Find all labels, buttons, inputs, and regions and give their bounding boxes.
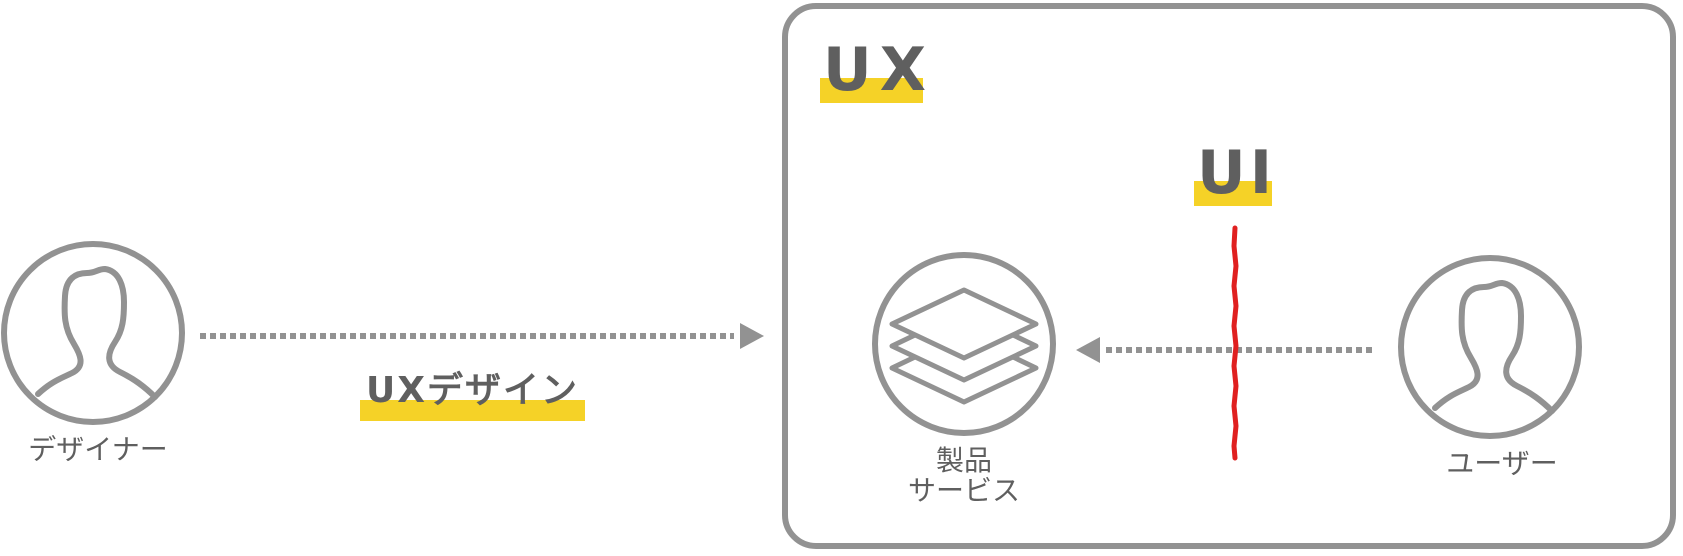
ux-highlight	[820, 78, 923, 103]
product-layers-icon	[872, 252, 1056, 436]
ux-boundary-box	[782, 3, 1676, 549]
ui-boundary-line	[1231, 225, 1239, 461]
ux-design-label: UXデザイン	[366, 370, 579, 411]
ui-highlight	[1194, 181, 1272, 206]
product-caption-line1: 製品	[935, 444, 992, 477]
user-to-product-arrow	[1076, 337, 1376, 363]
designer-caption: デザイナー	[28, 433, 168, 466]
ux-design-highlight	[360, 400, 585, 421]
product-caption-line2: サービス	[907, 474, 1020, 507]
product-caption: 製品 サービス	[889, 446, 1039, 506]
ux-design-arrow	[200, 323, 764, 349]
user-person-icon	[1398, 255, 1582, 439]
ui-title: UI	[1197, 138, 1277, 208]
designer-person-icon	[1, 241, 185, 425]
user-caption: ユーザー	[1446, 447, 1558, 480]
ux-title: UX	[823, 35, 934, 105]
